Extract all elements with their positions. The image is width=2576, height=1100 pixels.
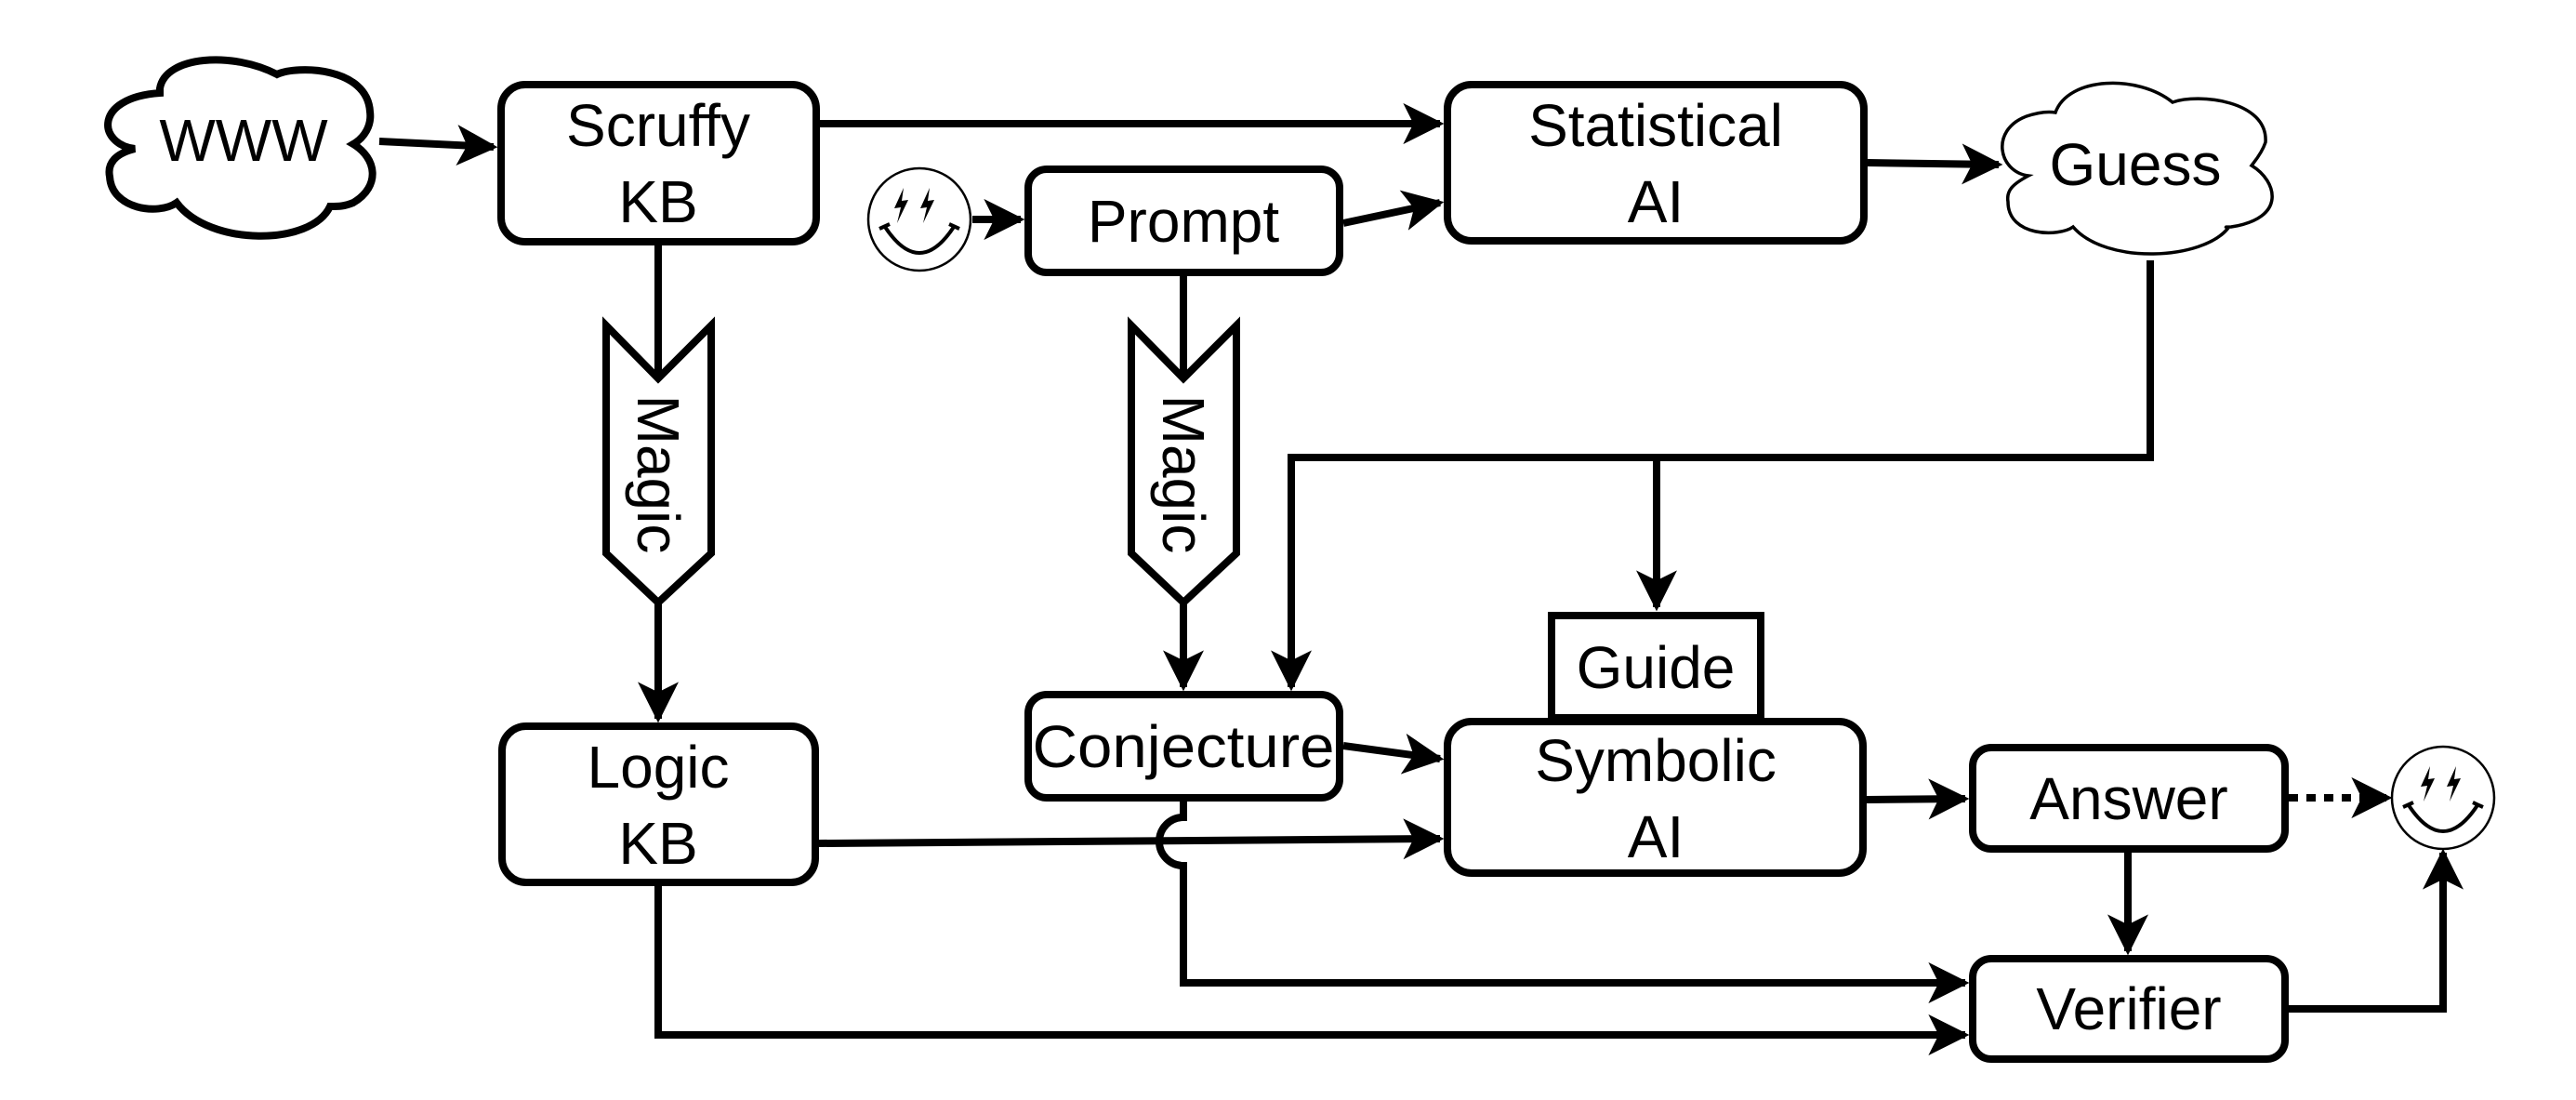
guide-node[interactable]: Guide xyxy=(1548,612,1764,722)
logic-kb-label-line2: KB xyxy=(618,810,697,877)
smile-dimple-right xyxy=(948,222,960,231)
symbolic-ai-node[interactable]: Symbolic AI xyxy=(1444,718,1867,877)
edge-symbolic-ai-to-answer xyxy=(1866,778,1970,820)
verifier-node[interactable]: Verifier xyxy=(1969,955,2289,1063)
guide-box xyxy=(1548,612,1764,722)
statistical-ai-node[interactable]: Statistical AI xyxy=(1444,81,1868,245)
prompt-node[interactable]: Prompt xyxy=(1024,166,1343,276)
statistical-ai-label-line2: AI xyxy=(1628,168,1684,235)
edge-conjecture-to-symbolic-ai xyxy=(1342,733,1445,775)
edge-conjecture-to-verifier xyxy=(1156,802,1970,1003)
smile-dimple-right xyxy=(2472,801,2484,809)
edge-logic-kb-to-verifier xyxy=(654,886,1970,1055)
smiley-lightning-icon xyxy=(866,166,972,272)
edge-logic-kb-to-symbolic-ai xyxy=(818,818,1445,860)
chevron-down-shape xyxy=(602,316,715,608)
conjecture-label: Conjecture xyxy=(1033,713,1335,780)
magic-chevron-left: Magic xyxy=(602,316,715,608)
scruffy-kb-box xyxy=(497,81,820,245)
answer-box xyxy=(1969,744,2289,853)
magic-right-label: Magic xyxy=(1150,395,1217,554)
verifier-label: Verifier xyxy=(2036,975,2221,1042)
statistical-ai-box xyxy=(1444,81,1868,245)
user-output-smiley xyxy=(2390,745,2496,851)
edge-guess-to-conjecture xyxy=(1271,260,2154,692)
chevron-down-shape xyxy=(1128,316,1240,608)
scruffy-kb-label-line2: KB xyxy=(618,168,697,235)
logic-kb-label-line1: Logic xyxy=(588,734,730,801)
answer-node[interactable]: Answer xyxy=(1969,744,2289,853)
verifier-box xyxy=(1969,955,2289,1063)
answer-label: Answer xyxy=(2029,765,2227,832)
symbolic-ai-label-line2: AI xyxy=(1628,803,1684,870)
lightning-eye-right xyxy=(2447,766,2461,802)
user-input-smiley xyxy=(866,166,972,272)
edges xyxy=(378,103,2464,1055)
smile-mouth xyxy=(2407,803,2479,833)
conjecture-node[interactable]: Conjecture xyxy=(1024,691,1343,802)
edge-verifier-to-user xyxy=(2289,848,2464,1013)
www-cloud[interactable]: WWW xyxy=(104,56,376,240)
edge-www-to-scruffy-kb xyxy=(378,125,498,166)
scruffy-kb-node[interactable]: Scruffy KB xyxy=(497,81,820,245)
prompt-box xyxy=(1024,166,1343,276)
scruffy-kb-label-line1: Scruffy xyxy=(566,92,750,159)
magic-chevron-right: Magic xyxy=(1128,316,1240,608)
statistical-ai-label-line1: Statistical xyxy=(1528,92,1783,159)
symbolic-ai-label-line1: Symbolic xyxy=(1535,727,1777,794)
cloud-shape xyxy=(104,56,376,240)
logic-kb-box xyxy=(498,722,819,886)
smile-dimple-left xyxy=(2402,801,2414,809)
guide-label: Guide xyxy=(1577,634,1736,701)
smile-dimple-left xyxy=(878,222,891,231)
edge-statistical-ai-to-guess xyxy=(1867,143,2003,185)
prompt-label: Prompt xyxy=(1088,188,1280,255)
www-label: WWW xyxy=(159,107,328,174)
lightning-eye-right xyxy=(920,188,934,223)
guess-label: Guess xyxy=(2050,131,2222,198)
lightning-eye-left xyxy=(894,188,908,223)
conjecture-box xyxy=(1024,691,1343,802)
smile-mouth xyxy=(883,225,956,255)
guess-cloud[interactable]: Guess xyxy=(2001,81,2274,256)
smiley-lightning-icon xyxy=(2390,745,2496,851)
cloud-shape xyxy=(2001,81,2274,256)
edge-prompt-to-statistical-ai xyxy=(1342,190,1445,231)
logic-kb-node[interactable]: Logic KB xyxy=(498,722,819,886)
magic-left-label: Magic xyxy=(625,395,692,554)
lightning-eye-left xyxy=(2421,766,2435,802)
